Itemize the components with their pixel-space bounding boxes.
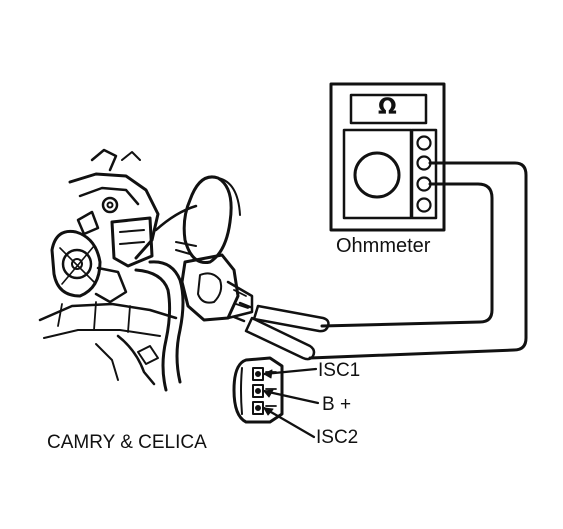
pin-label-isc1: ISC1 [318, 360, 361, 381]
ohmmeter-jack-panel [410, 128, 438, 220]
air-hose [148, 260, 185, 384]
test-lead-2 [320, 182, 494, 328]
probe-1 [252, 304, 330, 333]
diagram-caption: CAMRY & CELICA [47, 432, 207, 453]
test-probes [232, 301, 330, 361]
ohmmeter-jack-1 [416, 135, 432, 151]
connector-detail [232, 356, 284, 424]
ohmmeter-display-symbol: Ω [378, 95, 397, 120]
ohmmeter-label: Ohmmeter [336, 235, 431, 257]
pin-leader-lines [262, 367, 320, 439]
test-lead-1 [308, 161, 528, 360]
ohmmeter [329, 82, 446, 232]
ohmmeter-body [329, 82, 446, 232]
isc-valve [182, 175, 233, 265]
throttle-body-assembly [38, 148, 254, 392]
pin-label-isc2: ISC2 [316, 427, 359, 448]
ohmmeter-display [349, 93, 428, 125]
ohmmeter-jack-4 [416, 197, 432, 213]
pin-label-b-plus: B + [322, 394, 352, 415]
ohmmeter-dial [353, 151, 401, 199]
connector-outline [232, 356, 284, 424]
test-leads [308, 161, 528, 360]
probe-2 [244, 316, 316, 361]
isc-connector-housing [180, 253, 240, 322]
